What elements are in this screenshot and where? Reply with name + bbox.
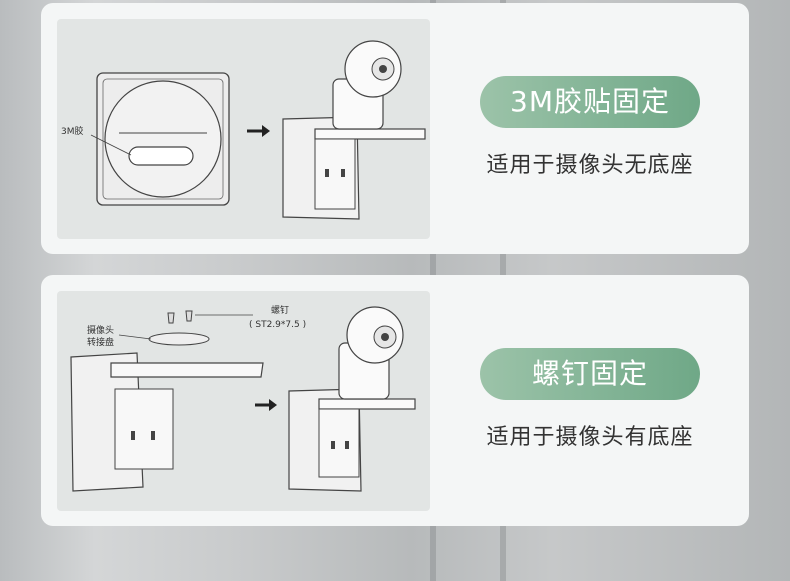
adapter-label-line2: 转接盘 [87,336,114,348]
mount-method-badge: 3M胶贴固定 [480,76,700,128]
socket-hole-icon [151,431,155,440]
socket-hole-icon [325,169,329,177]
adapter-leader-line [118,334,152,340]
screw-spec-label: ( ST2.9*7.5 ) [249,320,306,330]
camera-lens-center [381,333,389,341]
socket-hole-icon [341,169,345,177]
camera-base-disc [104,80,222,198]
arrow-head-icon [269,399,277,411]
socket-hole-icon [131,431,135,440]
screw-icon [167,312,175,324]
power-socket [114,388,174,470]
power-socket [314,138,356,210]
socket-hole-icon [345,441,349,449]
mounting-shelf [318,398,416,410]
screw-icon [185,310,193,322]
glue-label: 3M胶 [61,125,84,137]
arrow-head-icon [262,125,270,137]
socket-hole-icon [331,441,335,449]
base-plate-inner [102,78,224,200]
mount-method-caption: 适用于摄像头有底座 [486,425,694,450]
camera-adapter-disc [148,332,210,346]
screw-install-illustration: 螺钉 ( ST2.9*7.5 ) 摄像头 转接盘 [57,291,430,511]
glue-leader-line [90,134,132,156]
glue-strip [128,146,194,166]
mounting-shelf [110,362,264,378]
mounting-shelf [314,128,426,140]
adhesive-install-diagram: 3M胶 [61,40,426,220]
adhesive-install-illustration: 3M胶 [57,19,430,239]
camera-lens-center [379,65,387,73]
mount-option-card-adhesive: 3M胶 3M胶贴固定 适用于摄像头无底座 [41,3,749,254]
mount-option-card-screw: 螺钉 ( ST2.9*7.5 ) 摄像头 转接盘 [41,275,749,526]
mount-method-badge: 螺钉固定 [480,348,700,400]
mount-method-caption: 适用于摄像头无底座 [486,153,694,178]
adapter-label-line1: 摄像头 [87,324,114,336]
screw-label: 螺钉 [271,305,289,316]
screw-install-diagram: 螺钉 ( ST2.9*7.5 ) 摄像头 转接盘 [70,305,416,492]
power-socket [318,408,360,478]
